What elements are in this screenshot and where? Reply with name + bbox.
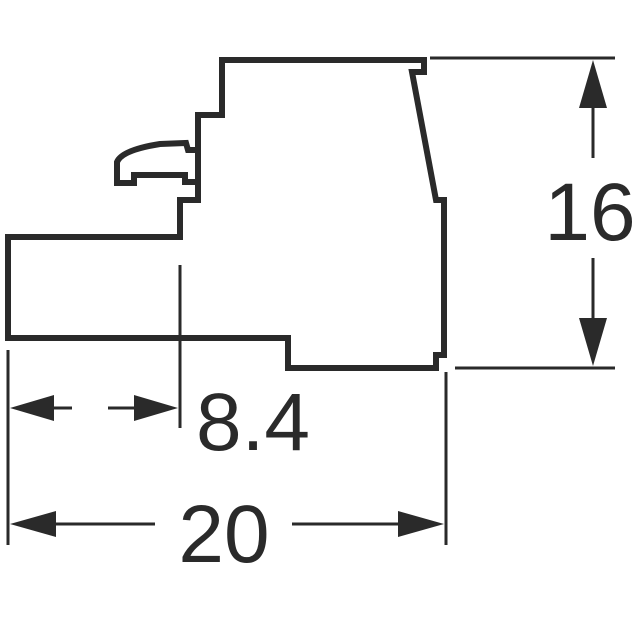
- total-width-arrow-right: [398, 511, 444, 537]
- total-width-arrow-left: [10, 511, 56, 537]
- height-label: 16: [544, 167, 635, 258]
- total-width-label: 20: [178, 489, 269, 580]
- height-arrow-bottom: [579, 318, 607, 366]
- partial-width-arrow-left: [10, 395, 54, 421]
- latch-hook-outline: [114, 139, 201, 186]
- height-arrow-top: [579, 60, 607, 108]
- partial-width-label: 8.4: [196, 377, 310, 468]
- partial-width-arrow-right: [134, 395, 178, 421]
- connector-body-outline: [5, 57, 447, 371]
